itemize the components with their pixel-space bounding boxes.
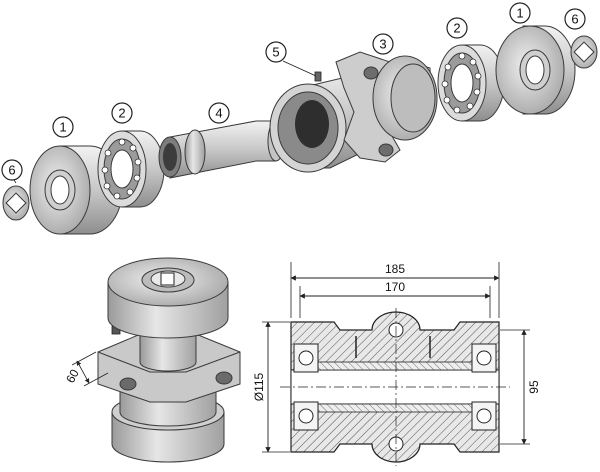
- callout-1-left: 1: [52, 116, 74, 138]
- callout-2-left: 2: [111, 102, 133, 124]
- bearing-left: [97, 130, 165, 208]
- callout-6-right: 6: [564, 8, 586, 30]
- callout-4: 4: [208, 102, 230, 124]
- square-nut-right: [570, 35, 598, 69]
- axle-shaft: [158, 120, 285, 179]
- callout-2-left-label: 2: [118, 106, 125, 121]
- section-bearings: [293, 343, 497, 431]
- bearing-right: [437, 44, 505, 122]
- diameter-label: Ø115: [252, 372, 266, 401]
- callout-1-left-label: 1: [59, 120, 66, 135]
- callout-5: 5: [265, 41, 287, 63]
- callout-5-label: 5: [272, 45, 279, 60]
- square-nut-left: [2, 185, 30, 221]
- callout-4-label: 4: [215, 106, 222, 121]
- roller-body-with-bracket: [269, 51, 438, 173]
- callout-1-right-label: 1: [516, 6, 523, 21]
- inner-width-label: 170: [385, 280, 405, 294]
- bracket-dimension-label: 60: [63, 367, 82, 386]
- callout-6-left: 6: [1, 159, 23, 181]
- height-label: 95: [527, 380, 541, 394]
- callout-1-right: 1: [509, 2, 531, 24]
- roller-cap-right: [495, 25, 576, 115]
- section-drawing: 185 170: [252, 262, 541, 466]
- callout-6-left-label: 6: [8, 163, 15, 178]
- overall-width-label: 185: [385, 262, 405, 276]
- exploded-view: 1 2 4 5 3 2 1 6: [1, 2, 598, 235]
- callout-3-label: 3: [379, 37, 386, 52]
- leader-line-part-5: [282, 60, 317, 77]
- callout-2-right: 2: [446, 17, 468, 39]
- callout-2-right-label: 2: [453, 21, 460, 36]
- roller-cap-left: [29, 145, 123, 235]
- callout-6-right-label: 6: [571, 12, 578, 27]
- callout-3: 3: [372, 33, 394, 55]
- assembled-view: 60: [63, 257, 241, 463]
